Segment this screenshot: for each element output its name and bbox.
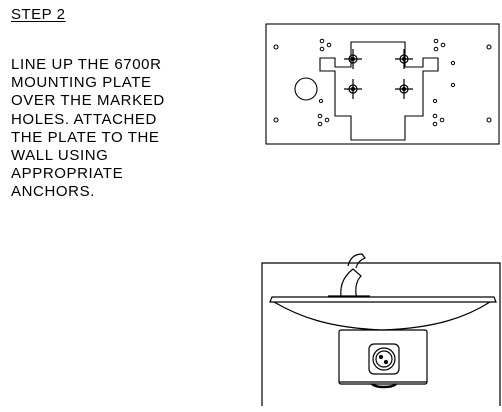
step-title: STEP 2 <box>11 6 66 23</box>
push-button-inner <box>375 350 393 368</box>
instruction-line: ANCHORS. <box>11 183 95 201</box>
edge-holes <box>273 44 492 123</box>
instruction-line: OVER THE MARKED <box>11 92 165 110</box>
instructions-text: LINE UP THE 6700R MOUNTING PLATE OVER TH… <box>11 56 251 202</box>
plate-border <box>265 23 500 145</box>
instruction-line: HOLES. ATTACHED <box>11 110 157 128</box>
drinking-fountain-diagram <box>261 253 501 406</box>
bowl-body <box>273 301 491 331</box>
wall-frame <box>261 262 501 406</box>
button-dot <box>378 354 384 360</box>
push-button <box>372 347 396 371</box>
slot-holes <box>317 38 456 127</box>
housing-shadow <box>371 382 397 389</box>
instruction-line: THE PLATE TO THE <box>11 128 160 146</box>
plate-cutout <box>319 41 439 141</box>
crosshair-marks <box>344 49 413 99</box>
large-hole <box>294 77 318 101</box>
bubbler-spout <box>340 268 362 303</box>
mounting-plate-diagram <box>265 23 500 145</box>
instruction-line: MOUNTING PLATE <box>11 74 152 92</box>
push-button-plate <box>368 343 400 375</box>
fountain-housing <box>338 329 428 385</box>
bowl-rim <box>269 296 497 303</box>
button-dot <box>383 359 389 365</box>
instruction-line: WALL USING <box>11 147 109 165</box>
instruction-line: LINE UP THE 6700R <box>11 56 162 73</box>
instruction-line: APPROPRIATE <box>11 165 124 183</box>
bubbler-tip <box>347 253 366 269</box>
